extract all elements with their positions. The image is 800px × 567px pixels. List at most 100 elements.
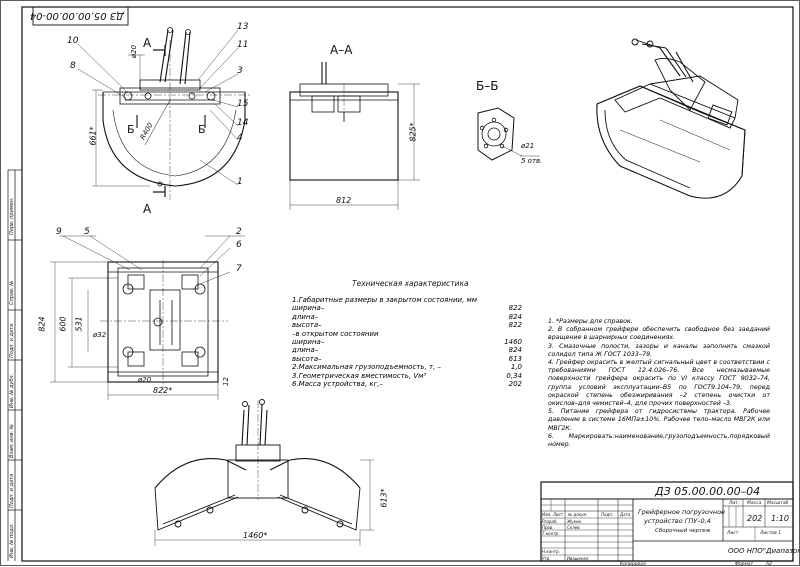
title-block-person-4: Ивашенко [567,556,589,561]
dim-613: 613* [379,488,389,508]
note: 2. В собранном грейфере обеспечить свобо… [548,326,770,342]
left-stamp-column [7,169,22,561]
side-stamp-1: Перв. примен. [9,197,15,235]
spec-table: 1.Габаритные размеры в закрытом состояни… [292,296,522,388]
section-label-b-left: Б [127,123,135,136]
callout-15: 15 [237,99,249,109]
code-box [32,6,129,26]
section-label-bb: Б–Б [476,79,499,93]
inner-frame [21,6,794,562]
title-block-col-lit: Лит. [729,501,740,506]
title-block-col-sign: Подп. [601,512,614,517]
title-block-col-list: Лист [553,512,564,517]
view-section-bb [477,107,540,161]
callout-5: 5 [84,227,90,237]
title-block-role-4: Н.контр. [542,549,560,554]
dim-824: 824 [37,316,47,332]
dim-1460: 1460* [243,531,268,540]
note: 3. Смазочные полости, зазоры и каналы за… [548,342,770,358]
section-label-a-bottom: А [143,202,152,216]
title-block-col-scale: Масштаб [767,501,789,506]
spec-row: длина–824 [292,312,522,321]
side-stamp-2: Справ. № [9,280,15,305]
view-plan [50,235,245,400]
spec-row: ширина–1460 [292,337,522,346]
title-block-role-3: Т.контр. [542,531,560,536]
callout-7: 7 [236,264,242,274]
title-block-mass: 202 [747,514,763,523]
drawing-code-rotated: ДЗ 05.00.00.00-04 [29,10,124,21]
dim-531: 531 [74,316,84,332]
section-label-b-right: Б [198,123,206,136]
title-block-code: ДЗ 05.00.00.00–04 [655,485,761,498]
title-block-role-2: Пров. [542,525,554,530]
title-block-col-mass: Масса [747,501,762,506]
spec-row: 1.Габаритные размеры в закрытом состояни… [292,296,478,304]
title-block-col-date: Дата [620,512,631,517]
callout-2: 2 [236,227,242,237]
footer-format-value: А2 [766,562,772,567]
callout-1: 1 [237,177,243,187]
title-block-col-doc: № докум. [568,512,588,517]
note: 1. *Размеры для справок. [548,318,633,325]
title-block-person-1: Жукин [567,519,582,524]
title-block-scale: 1:10 [771,514,789,523]
section-label-a-top: А [143,36,152,50]
view-isometric [596,38,746,199]
title-block-role-5: Утв. [542,556,551,561]
callout-13: 13 [237,22,249,32]
callout-14: 14 [237,118,249,128]
view-front [77,27,250,200]
callout-4: 4 [237,133,243,143]
callout-9: 9 [56,227,62,237]
dim-825: 825* [408,122,418,142]
title-block [540,481,794,562]
callout-8: 8 [70,61,76,71]
title-block-sheets: Листов 1 [760,531,782,536]
callout-10: 10 [67,36,79,46]
dim-holes: 5 отв. [521,157,543,165]
view-section-aa [289,62,420,210]
note: 5. Питание грейфера от гидросистемы трак… [548,408,770,432]
callout-3: 3 [237,66,243,76]
title-block-name-1: Грейферное погрузочное [638,508,726,516]
footer-copy: Копировал [620,562,646,567]
side-stamp-3: Подп. и дата [9,323,15,358]
callout-6: 6 [236,240,242,250]
note: 6. Маркировать:наименование,грузоподъемн… [548,432,770,449]
side-stamp-4: Инв. № дубл. [9,373,15,408]
title-block-col-izm: Изм. [542,512,552,517]
view-open [154,399,374,546]
title-block-person-2: Склев [567,525,580,530]
spec-title: Техническая характеристика [352,279,469,288]
side-stamp-7: Инв. № подл. [9,523,15,559]
footer-format: Формат [735,562,754,567]
title-block-doc-type: Сборочный чертеж [655,528,711,534]
dim-600: 600 [58,316,68,332]
spec-row: высота–822 [292,321,522,330]
dim-12: 12 [221,377,230,386]
dim-661: 661* [88,126,98,146]
dim-phi32: ø32 [93,331,107,339]
spec-row: –в открытом состоянии [292,329,379,338]
note: 4. Грейфер окрасить в желтый сигнальный … [548,359,770,408]
section-label-aa: А–А [330,43,353,57]
title-block-org: ООО НПО"Диапазон" [728,547,800,555]
technical-requirements: 1. *Размеры для справок. 2. В собранном … [548,318,770,449]
spec-row: 2.Максимальная грузоподъемность, т, –1,0 [292,363,522,372]
dim-phi21: ø21 [521,142,535,150]
dim-phi20: ø20 [130,44,139,59]
title-block-name-2: устройство ГПУ–0,4 [644,517,711,525]
side-stamp-6: Подп. и дата [9,473,15,508]
dim-822: 822* [153,386,173,395]
title-block-role-1: Разраб. [542,519,558,524]
title-block-sheet: Лист [727,531,739,536]
dim-812: 812 [336,196,352,205]
spec-row: 6.Масса устройства, кг,–202 [292,379,522,388]
spec-row: длина–824 [292,346,522,355]
spec-row: ширина–822 [292,304,522,313]
callout-11: 11 [237,40,249,50]
